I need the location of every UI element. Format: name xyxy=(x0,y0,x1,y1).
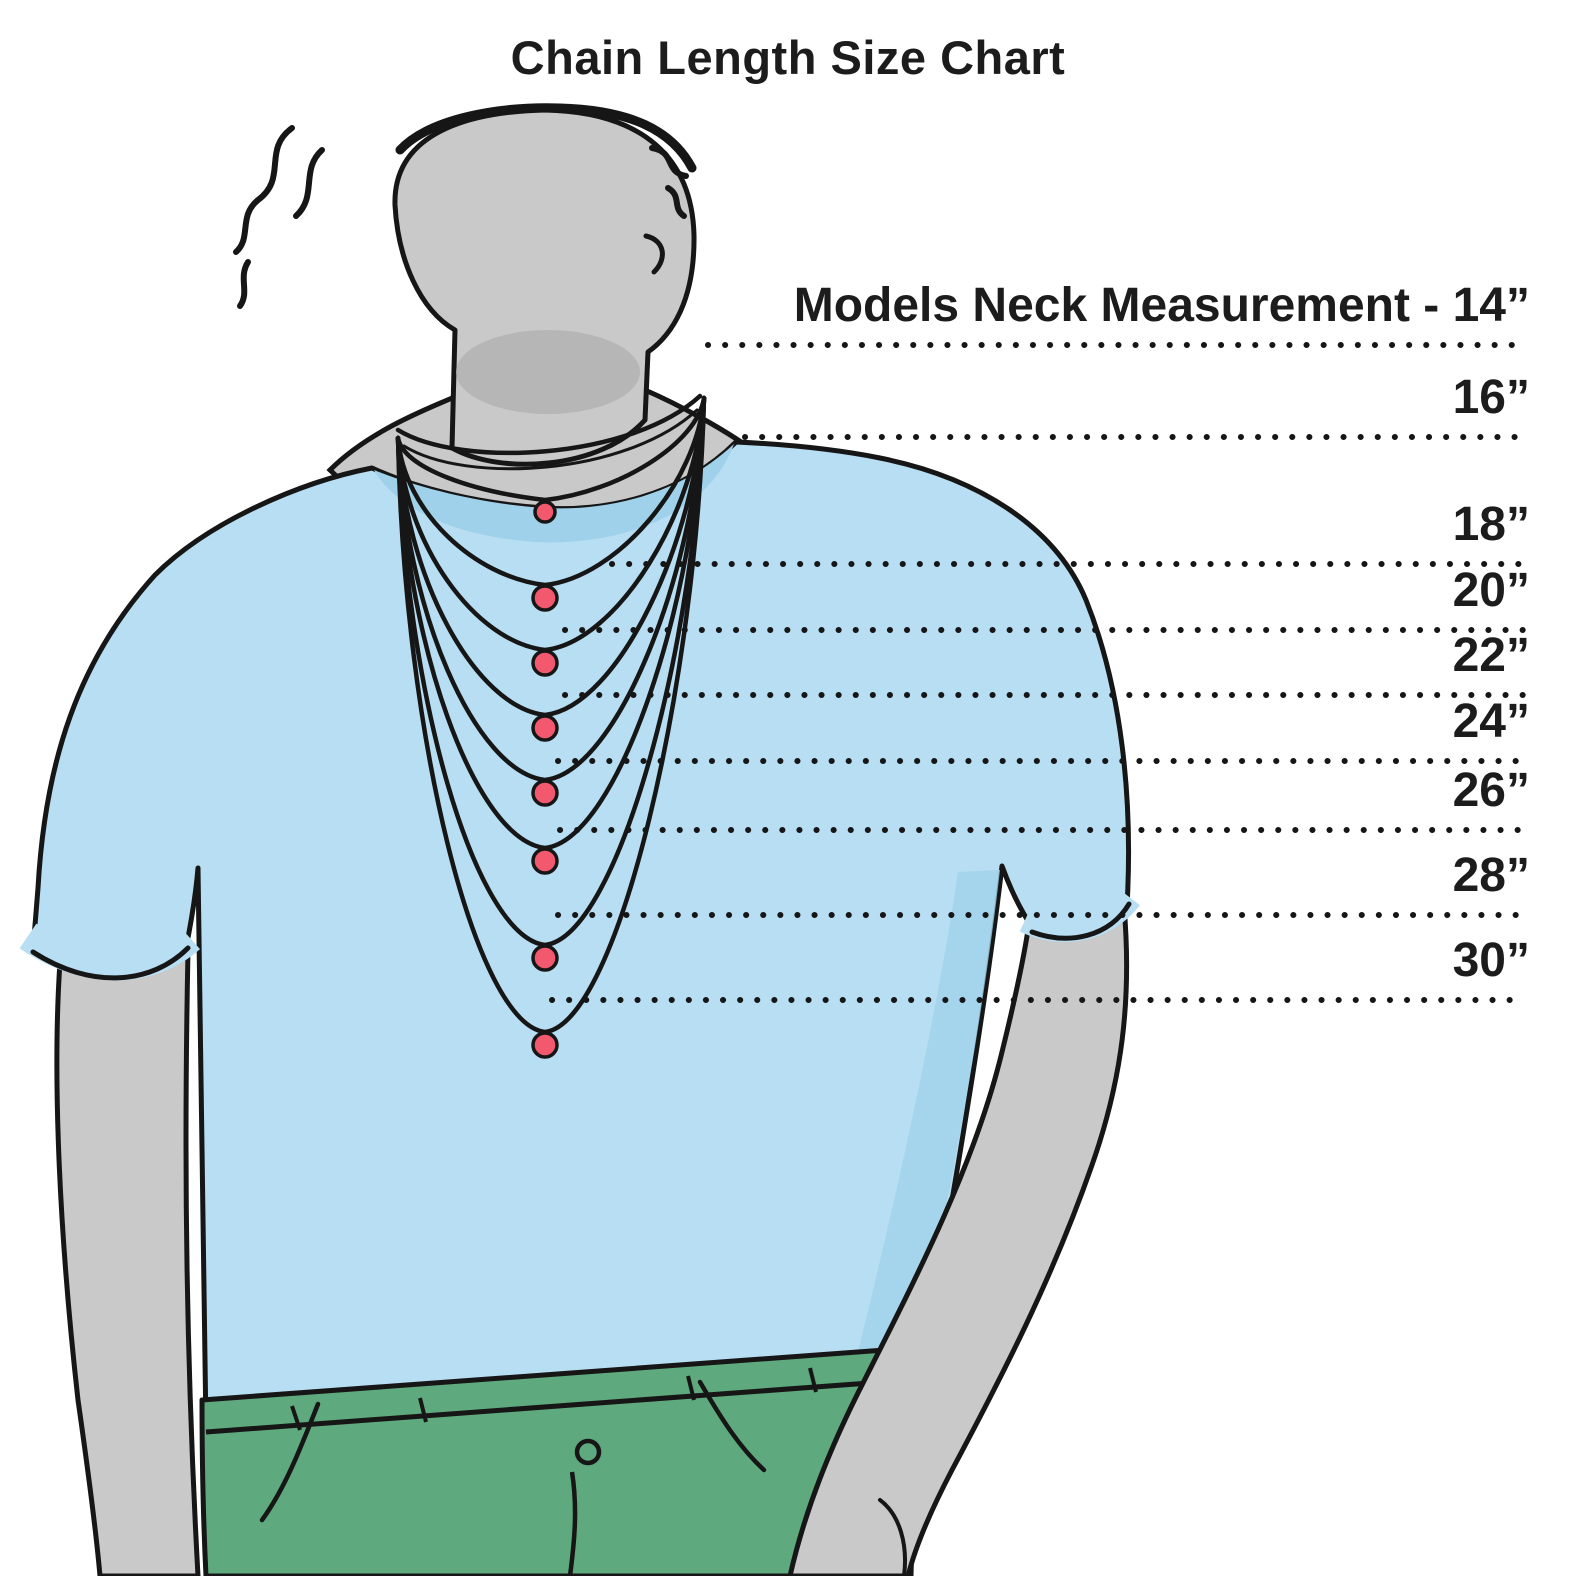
pendant-26in xyxy=(531,847,559,875)
hair-strand-right-1 xyxy=(649,145,689,179)
pendant-20in xyxy=(531,649,559,677)
measurement-label-14: Models Neck Measurement - 14” xyxy=(793,279,1530,332)
pants-button xyxy=(574,1438,602,1466)
belt-mark-4 xyxy=(808,1367,818,1393)
pocket-right xyxy=(697,1379,767,1473)
left-arm xyxy=(54,947,201,1576)
pendant-22in xyxy=(531,714,559,742)
measurement-label-16: 16” xyxy=(1452,371,1530,424)
hair-strand-left-1 xyxy=(233,125,295,255)
right-sleeve-hem-band xyxy=(1019,886,1140,942)
measurement-lines xyxy=(549,342,1527,1003)
choker-chain-inner xyxy=(402,408,699,471)
measurement-label-22: 22” xyxy=(1452,629,1530,682)
pendant-16in xyxy=(533,500,557,524)
fly-line xyxy=(567,1471,578,1576)
waistband-line xyxy=(205,1377,911,1435)
pendant-18in xyxy=(531,584,559,612)
measurement-label-20: 20” xyxy=(1452,564,1530,617)
measurement-label-30: 30” xyxy=(1452,934,1530,987)
torso-shade xyxy=(858,870,1000,1352)
pocket-left xyxy=(259,1401,321,1523)
hair-top-edge xyxy=(395,103,697,173)
left-sleeve-hem-band xyxy=(19,923,200,981)
measurement-label-26: 26” xyxy=(1452,764,1530,817)
hair-strand-left-2 xyxy=(293,147,325,219)
pendants xyxy=(531,500,559,1059)
hair-strand-right-2 xyxy=(665,185,687,219)
measurement-label-28: 28” xyxy=(1452,849,1530,902)
hand-thumb-line xyxy=(878,1498,907,1576)
pendant-30in xyxy=(531,1031,559,1059)
page-title: Chain Length Size Chart xyxy=(510,31,1066,84)
belt-mark-3 xyxy=(686,1375,696,1401)
measurement-label-18: 18” xyxy=(1452,498,1530,551)
measurement-label-24: 24” xyxy=(1452,695,1530,748)
right-arm xyxy=(787,903,1130,1576)
belt-mark-1 xyxy=(290,1405,302,1431)
choker-chain-14in xyxy=(395,393,703,456)
collar-shade xyxy=(374,444,734,543)
pendant-28in xyxy=(531,944,559,972)
neck-shadow xyxy=(456,330,640,414)
hair-strand-left-3 xyxy=(237,259,251,309)
left-sleeve-hem-line xyxy=(30,945,191,981)
pendant-24in xyxy=(531,779,559,807)
necklace-chain-16in xyxy=(395,395,707,503)
ear xyxy=(643,233,665,275)
belt-mark-2 xyxy=(418,1397,428,1423)
